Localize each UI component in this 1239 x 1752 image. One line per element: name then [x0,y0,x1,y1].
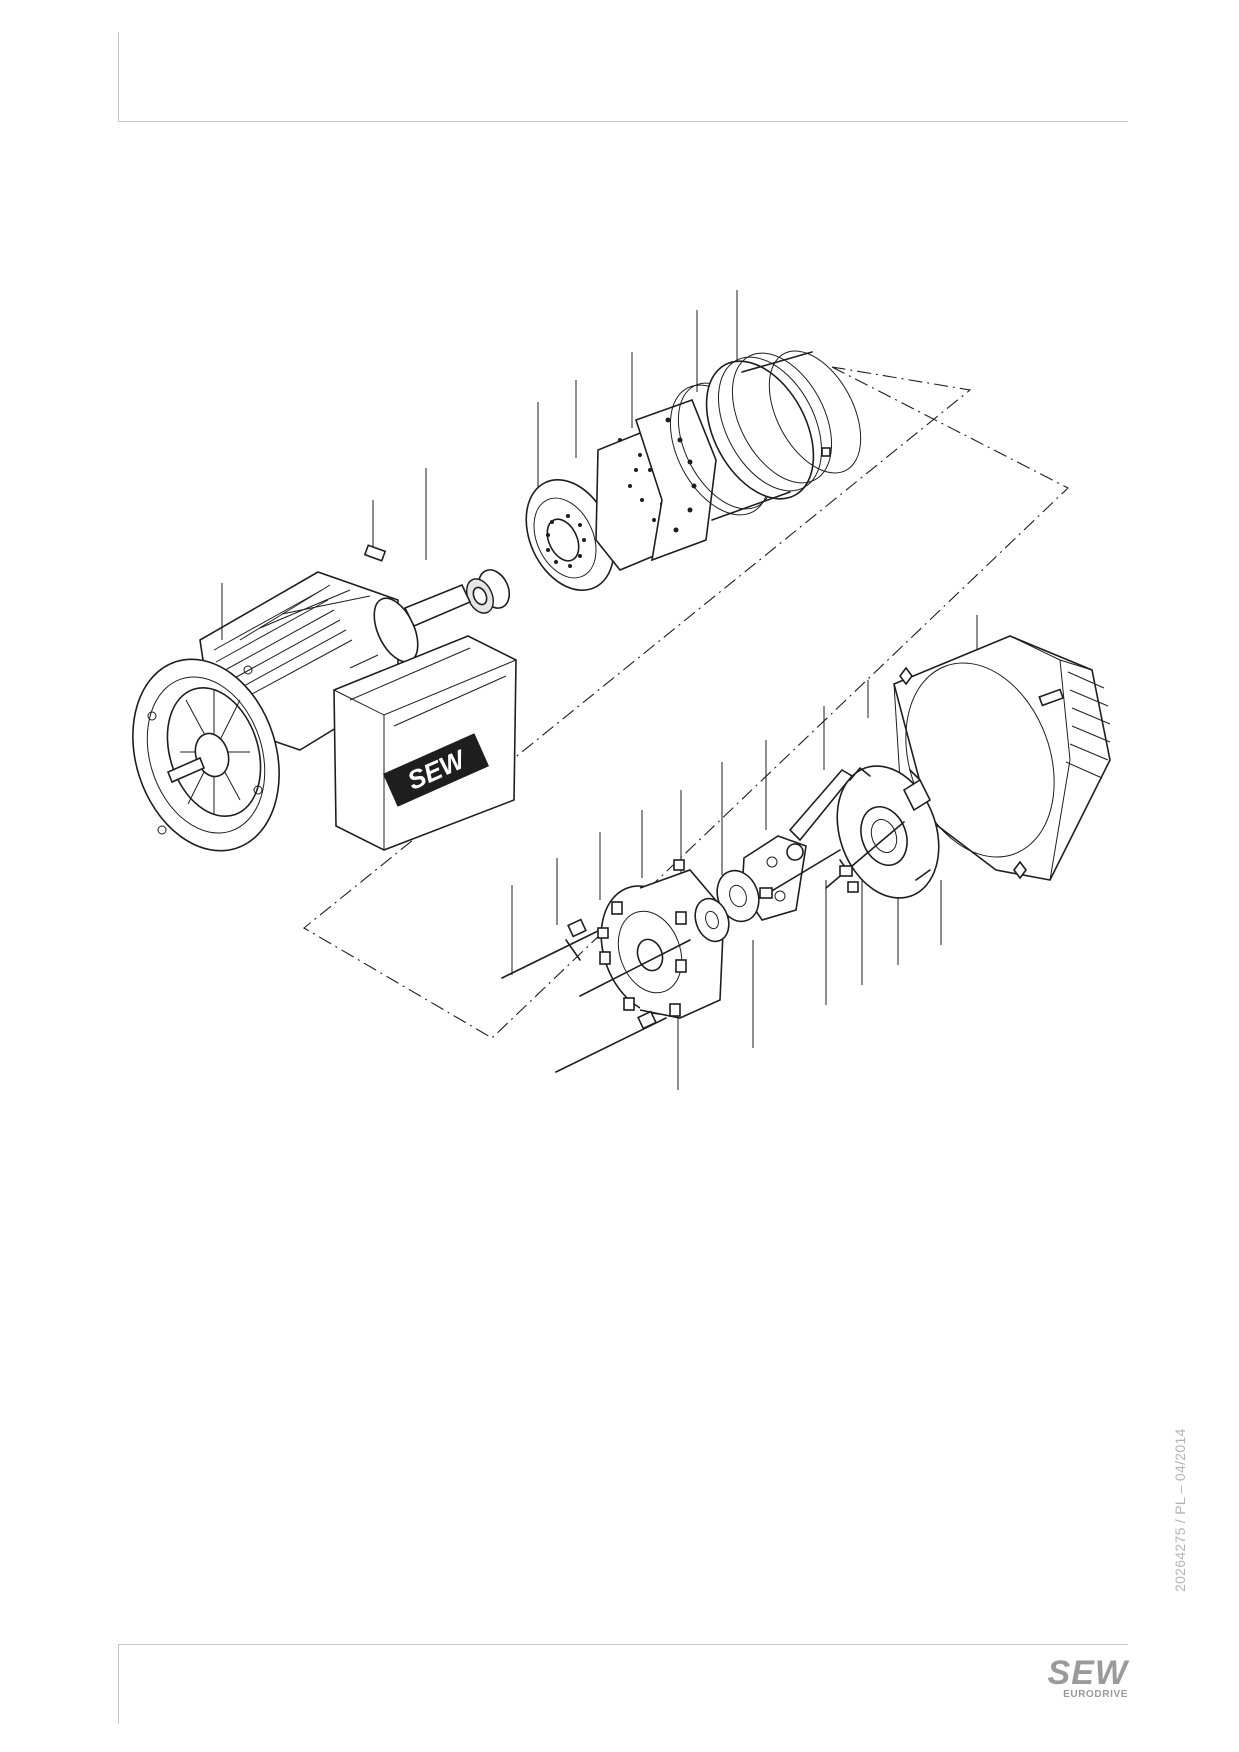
friction-plate [634,398,717,562]
assembly-boundary [303,366,1069,1039]
brand-logo-subtext: EURODRIVE [1063,1689,1128,1700]
document-code: 20264275 / PL – 04/2014 [1172,1428,1188,1592]
motor-housing: SEW [132,571,517,852]
studs [501,918,691,1073]
brake-coil [525,478,617,592]
brand-logo-text: SEW [1047,1654,1128,1692]
small-parts [716,865,859,923]
bearing-gear [466,569,511,614]
header-rule-horizontal [118,121,1128,122]
footer-rule-horizontal [118,1644,1128,1645]
brand-logo: SEW EURODRIVE [1038,1654,1128,1701]
fan [836,765,940,899]
brake-body [599,859,730,1019]
seal-rings [669,350,862,521]
header-rule-vertical [118,32,119,122]
key [363,544,387,562]
footer-rule-vertical [118,1644,119,1724]
